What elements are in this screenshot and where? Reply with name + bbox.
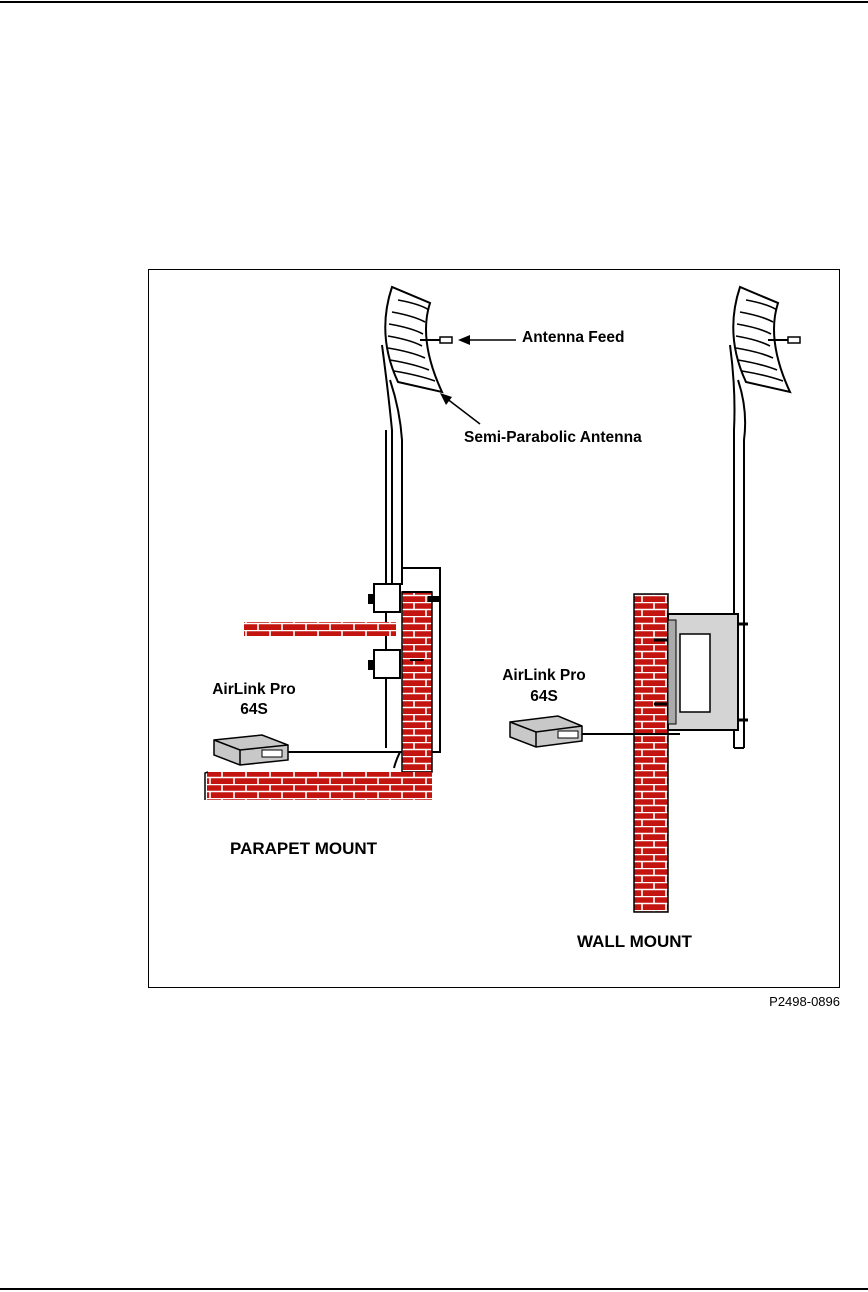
wall-mount-assembly <box>510 287 800 912</box>
antenna-feed-label: Antenna Feed <box>522 329 624 346</box>
parapet-wall <box>402 592 432 772</box>
airlink-device-parapet <box>214 735 288 765</box>
airlink-device-wall <box>510 716 582 747</box>
wall-device-label-line1: AirLink Pro <box>502 667 586 684</box>
footer-rule <box>0 1288 868 1290</box>
wall-device-label-line2: 64S <box>530 688 558 705</box>
semi-parabolic-antenna-label: Semi-Parabolic Antenna <box>464 429 642 446</box>
parapet-mount-assembly <box>205 287 452 800</box>
wall-mount-title: WALL MOUNT <box>577 932 693 951</box>
parapet-mount-title: PARAPET MOUNT <box>230 839 378 858</box>
parapet-device-label-line1: AirLink Pro <box>212 681 296 698</box>
figure-id: P2498-0896 <box>769 994 840 1009</box>
building-wall <box>634 594 668 912</box>
roof-slab <box>244 622 396 636</box>
parapet-floor <box>207 772 432 800</box>
callout-semi-parabolic <box>440 393 480 424</box>
wall-bracket <box>654 614 748 730</box>
callout-antenna-feed <box>458 335 516 345</box>
parapet-device-label-line2: 64S <box>240 701 268 718</box>
